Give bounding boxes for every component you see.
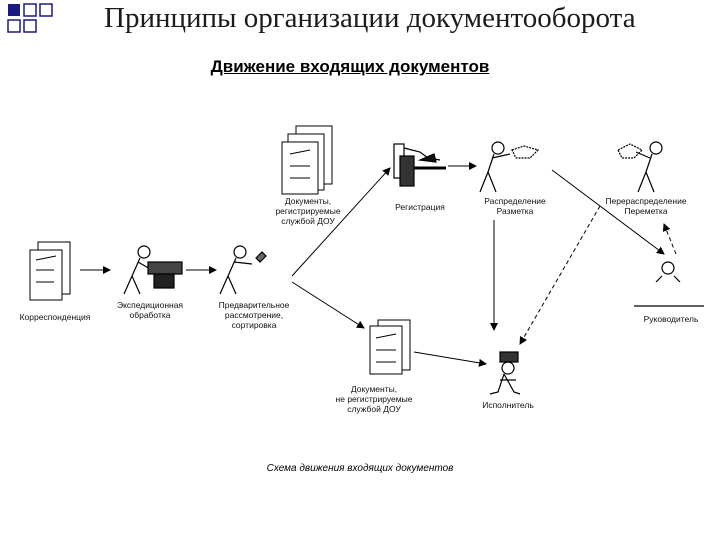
flow-arrows xyxy=(80,162,677,367)
arrow-preliminary-registration xyxy=(291,167,391,277)
corner-squares-decoration xyxy=(7,3,53,33)
arrow-preliminary-unregistered xyxy=(291,281,365,329)
label-preliminary: Предварительное рассмотрение, сортировка xyxy=(218,300,290,330)
redistribution-worker-icon xyxy=(617,141,663,193)
diagram-caption: Схема движения входящих документов xyxy=(266,463,454,474)
label-executor: Исполнитель xyxy=(482,400,534,410)
label-redistribution: Перераспределение Переметка xyxy=(605,196,687,216)
arrow-redistribution-executor xyxy=(519,205,601,345)
label-manager: Руководитель xyxy=(643,314,699,324)
label-registration: Регистрация xyxy=(395,202,445,212)
label-registered-docs: Документы, регистрируемые службой ДОУ xyxy=(275,196,341,226)
manager-icon xyxy=(634,261,704,307)
expedition-worker-icon xyxy=(123,245,183,295)
diagram-subtitle: Движение входящих документов xyxy=(210,57,490,76)
correspondence-documents-icon xyxy=(29,241,71,301)
arrow-manager-redistribution xyxy=(662,223,677,255)
distribution-worker-icon xyxy=(479,141,540,193)
registered-documents-icon xyxy=(281,125,333,195)
preliminary-worker-icon xyxy=(219,245,267,295)
label-correspondence: Корреспонденция xyxy=(19,312,91,322)
label-expedition: Экспедиционная обработка xyxy=(116,300,184,320)
label-unregistered-docs: Документы, не регистрируемые службой ДОУ xyxy=(335,384,413,414)
executor-icon xyxy=(489,351,521,395)
label-distribution: Распределение Разметка xyxy=(484,196,546,216)
arrow-unregistered-executor xyxy=(413,351,487,367)
arrow-distribution-manager xyxy=(551,169,665,255)
unregistered-documents-icon xyxy=(369,319,411,375)
registration-worker-icon xyxy=(393,143,446,187)
slide-title: Принципы организации документооборота xyxy=(104,2,636,34)
